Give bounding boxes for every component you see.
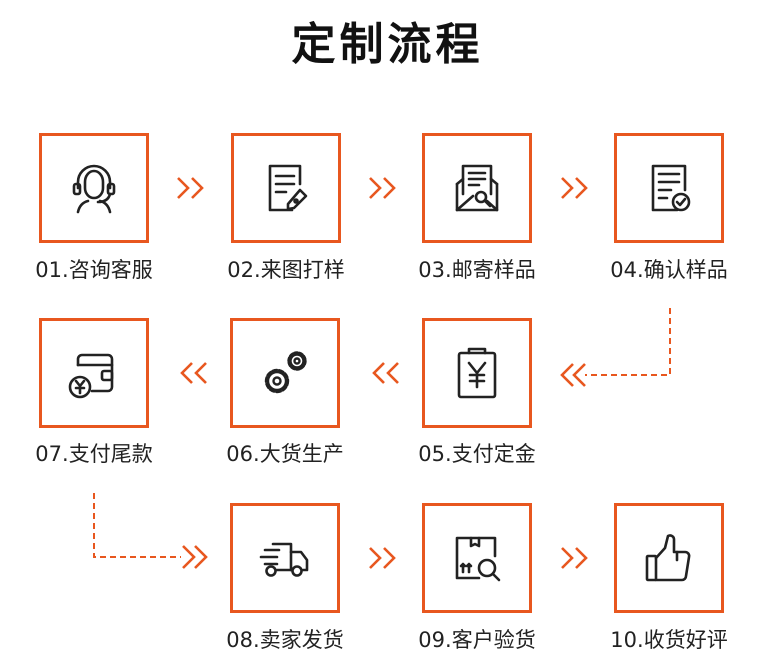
dashed-connector-down-left — [560, 308, 671, 387]
step-9-label: 09.客户验货 — [418, 628, 536, 652]
arrow-right-icon — [561, 547, 588, 569]
step-10-box — [614, 503, 724, 613]
step-2-label: 02.来图打样 — [227, 258, 345, 282]
arrow-left-icon — [372, 362, 399, 384]
page-title: 定制流程 — [291, 19, 484, 70]
clipboard-yen-icon — [457, 347, 497, 399]
customer-service-headset-icon — [72, 164, 116, 214]
step-3-box — [422, 133, 532, 243]
step-8-box — [230, 503, 340, 613]
arrow-right-icon — [177, 177, 204, 199]
mail-envelope-icon — [455, 164, 499, 212]
step-9-box — [422, 503, 532, 613]
edit-document-icon — [268, 164, 308, 212]
step-7-box — [39, 318, 149, 428]
step-6-box — [230, 318, 340, 428]
dashed-connector-down-right — [93, 493, 208, 569]
step-1-box — [39, 133, 149, 243]
arrow-right-icon — [369, 547, 396, 569]
step-8-label: 08.卖家发货 — [226, 628, 344, 652]
step-2-box — [231, 133, 341, 243]
step-10-label: 10.收货好评 — [610, 628, 728, 652]
arrow-right-icon — [561, 177, 588, 199]
delivery-truck-icon — [259, 542, 309, 577]
step-4-label: 04.确认样品 — [610, 258, 728, 282]
step-5-box — [422, 318, 532, 428]
arrow-right-icon — [369, 177, 396, 199]
package-inspect-icon — [455, 536, 501, 582]
gears-icon — [264, 351, 307, 394]
step-4-box — [614, 133, 724, 243]
step-6-label: 06.大货生产 — [226, 442, 344, 466]
step-1-label: 01.咨询客服 — [35, 258, 153, 282]
arrow-left-icon — [180, 362, 207, 384]
wallet-yen-icon — [68, 353, 114, 399]
document-check-icon — [651, 164, 691, 212]
step-3-label: 03.邮寄样品 — [418, 258, 536, 282]
thumbs-up-icon — [645, 534, 691, 582]
step-5-label: 05.支付定金 — [418, 442, 536, 466]
step-7-label: 07.支付尾款 — [35, 442, 153, 466]
